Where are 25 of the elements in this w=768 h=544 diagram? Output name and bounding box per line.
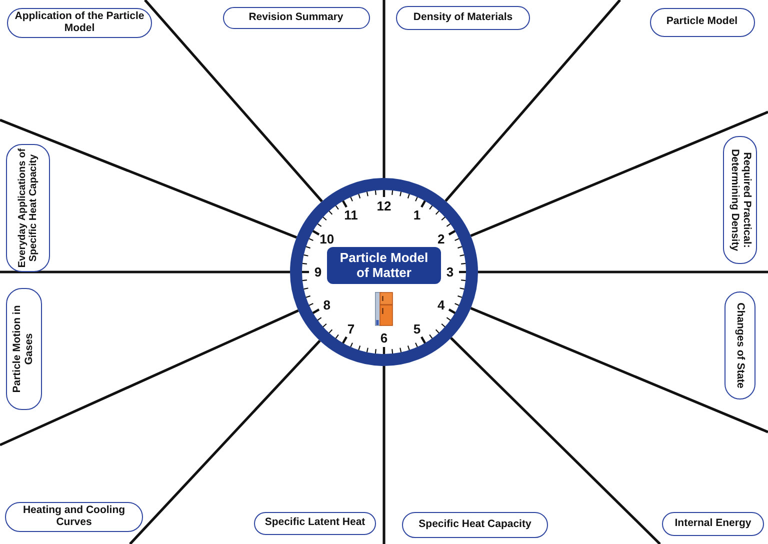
topic-pill: Specific Heat Capacity (402, 512, 548, 538)
topic-pill: Everyday Applications of Specific Heat Capacity (6, 144, 50, 272)
topic-pill: Required Practical: Determining Density (723, 136, 757, 264)
topic-pill: Revision Summary (222, 7, 370, 29)
clock-number: 9 (314, 266, 322, 278)
title-banner: Particle Model of Matter (327, 247, 441, 284)
topic-pill: Specific Latent Heat (254, 512, 376, 534)
clock-number: 12 (376, 200, 392, 212)
clock-number: 11 (344, 208, 358, 222)
clock-number: 8 (323, 298, 330, 312)
topic-pill: Changes of State (724, 291, 756, 399)
clock-number: 3 (446, 266, 454, 278)
clock-number: 4 (438, 298, 445, 312)
topic-pill: Internal Energy (662, 512, 764, 536)
clock-number: 2 (438, 232, 445, 246)
topic-pill: Particle Motion in Gases (6, 288, 42, 410)
clock-number: 5 (413, 322, 421, 336)
topic-pill: Application of the Particle Model (7, 8, 152, 38)
clock-number: 10 (320, 232, 334, 246)
topic-pill: Density of Materials (396, 6, 530, 30)
clock-number: 6 (380, 332, 388, 344)
clock-number: 7 (347, 322, 355, 336)
topic-pill: Particle Model (650, 8, 754, 36)
topic-pill: Heating and Cooling Curves (5, 502, 143, 532)
clock-number: 1 (413, 208, 421, 222)
